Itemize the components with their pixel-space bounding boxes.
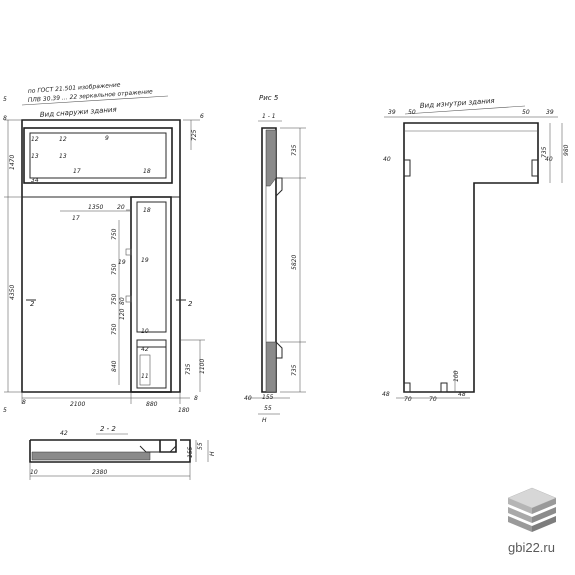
dim-725: 725 xyxy=(191,129,198,141)
inside-dim-50a: 50 xyxy=(408,109,416,116)
section-1-1: Рис 5 1 - 1 735 5820 735 40 155 55 H xyxy=(244,94,306,424)
top-window-outer xyxy=(23,127,173,184)
inside-dim-100: 100 xyxy=(453,370,460,382)
dim-12a: 12 xyxy=(31,136,39,143)
dim-2100: 2100 xyxy=(70,401,85,408)
dim-735-top: 735 xyxy=(291,144,298,156)
section-2-2: 2 - 2 42 2380 10 155 55 H xyxy=(29,425,216,480)
plan-dim-10: 10 xyxy=(30,469,38,476)
door-opening xyxy=(130,196,172,393)
inside-dim-735: 735 xyxy=(541,146,548,158)
notes-block: по ГОСТ 21.501 изображение ПЛВ 30.39 ...… xyxy=(21,82,169,119)
plan-dim-155: 155 xyxy=(187,446,194,458)
door-upper-panel xyxy=(136,201,167,333)
dim-10: 10 xyxy=(141,328,149,335)
figure-label: Рис 5 xyxy=(259,94,279,102)
dim-120: 120 xyxy=(119,308,126,320)
front-outline xyxy=(21,119,181,393)
dim-20: 20 xyxy=(117,204,125,211)
inside-dim-40b: 40 xyxy=(545,156,553,163)
door-lower-panel xyxy=(136,339,167,389)
dim-17a: 17 xyxy=(73,168,81,175)
mark-6: 6 xyxy=(200,113,204,120)
inside-outline xyxy=(403,122,539,393)
plan-dim-H: H xyxy=(209,451,216,456)
plan-dim-2380: 2380 xyxy=(92,469,107,476)
dim-13b: 13 xyxy=(59,153,67,160)
mark-8-top: 8 xyxy=(3,115,7,122)
section-22-title: 2 - 2 xyxy=(100,425,116,433)
dim-12b: 12 xyxy=(59,136,67,143)
inside-dim-980: 980 xyxy=(563,144,570,156)
dim-750a: 750 xyxy=(111,228,118,240)
dim-80: 80 xyxy=(119,297,126,305)
dim-1350: 1350 xyxy=(88,204,103,211)
dim-18b: 18 xyxy=(143,207,151,214)
inside-dim-48a: 48 xyxy=(382,391,390,398)
dim-735f: 735 xyxy=(185,363,192,375)
dim-11: 11 xyxy=(141,373,149,380)
dim-1470: 1470 xyxy=(9,155,16,170)
dim-19b: 19 xyxy=(141,257,149,264)
front-view: 1470 4350 34 12 12 13 13 9 17 18 5 6 8 7… xyxy=(3,96,206,414)
dim-42: 42 xyxy=(141,346,149,353)
dim-750c: 750 xyxy=(111,293,118,305)
inside-dim-40a: 40 xyxy=(383,156,391,163)
dim-13a: 13 xyxy=(31,153,39,160)
plan-dim-42: 42 xyxy=(60,430,68,437)
dim-840: 840 xyxy=(111,360,118,372)
mark-5-bottom: 5 xyxy=(3,407,7,414)
site-logo-icon xyxy=(507,487,557,532)
inside-dim-48b: 48 xyxy=(458,391,466,398)
site-url[interactable]: gbi22.ru xyxy=(508,540,555,555)
inside-dim-39b: 39 xyxy=(546,109,554,116)
dim-750d: 750 xyxy=(111,323,118,335)
dim-9: 9 xyxy=(105,135,109,142)
dim-1100: 1100 xyxy=(199,359,206,374)
dim-750b: 750 xyxy=(111,263,118,275)
dim-40: 40 xyxy=(244,395,252,402)
inside-dim-39a: 39 xyxy=(388,109,396,116)
mark-8-bottom-left: 8 xyxy=(22,399,26,406)
dim-880: 880 xyxy=(146,401,158,408)
section-dim-H: H xyxy=(262,417,267,424)
dim-55: 55 xyxy=(264,405,272,412)
section-mark-2-left: 2 xyxy=(30,300,35,308)
view-inside-label: Вид изнутри здания xyxy=(420,97,495,110)
section-mark-2-right: 2 xyxy=(188,300,193,308)
dim-735-bottom: 735 xyxy=(291,364,298,376)
dim-34: 34 xyxy=(31,177,39,184)
plan-outline-top xyxy=(30,439,177,453)
section-11-title: 1 - 1 xyxy=(262,113,276,120)
dim-18a: 18 xyxy=(143,168,151,175)
inside-dim-50b: 50 xyxy=(522,109,530,116)
mark-5-top: 5 xyxy=(3,96,7,103)
inside-dim-70b: 70 xyxy=(429,396,437,403)
top-window-inner xyxy=(29,132,167,179)
inside-dim-70a: 70 xyxy=(404,396,412,403)
plan-dim-55: 55 xyxy=(197,442,204,450)
dim-180: 180 xyxy=(178,407,190,414)
dim-5820: 5820 xyxy=(291,255,298,270)
inside-view: Вид изнутри здания 39 50 50 39 40 40 735… xyxy=(382,97,570,403)
dim-155: 155 xyxy=(262,394,274,401)
dim-19a: 19 xyxy=(118,259,126,266)
mark-8-bottom-right: 8 xyxy=(194,395,198,402)
view-outside-label: Вид снаружи здания xyxy=(40,106,117,119)
dim-17b: 17 xyxy=(72,215,80,222)
dim-4350: 4350 xyxy=(9,285,16,300)
